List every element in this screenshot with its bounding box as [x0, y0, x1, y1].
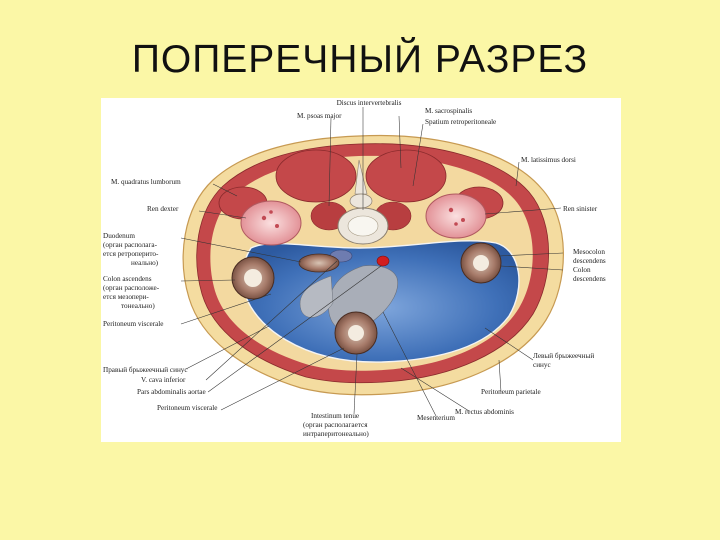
label-spatium-retroperitoneale: Spatium retroperitoneale [425, 118, 496, 126]
sacrospinalis-right [366, 150, 446, 202]
label-rectus-abdominis: M. rectus abdominis [455, 408, 514, 416]
label-intestinum-note-2: интраперитонеально) [303, 430, 369, 438]
slide-title: ПОПЕРЕЧНЫЙ РАЗРЕЗ [0, 38, 720, 82]
label-duodenum-note-2: ется ретроперито- [103, 250, 159, 258]
duodenum [299, 254, 339, 272]
label-left-mesenteric-sinus-1: Левый брыжеечный [533, 352, 594, 360]
kidney-left-ren-sinister [426, 194, 486, 238]
sacrospinalis-left [276, 150, 356, 202]
abdominal-aorta [377, 256, 389, 266]
label-ren-sinister: Ren sinister [563, 205, 598, 213]
label-colon-ascendens-note-1: (орган расположе- [103, 284, 160, 292]
label-intestinum-note-1: (орган располагается [303, 421, 368, 429]
label-peritoneum-parietale: Peritoneum parietale [481, 388, 541, 396]
label-left-mesenteric-sinus-2: синус [533, 361, 551, 369]
label-latissimus-dorsi: M. latissimus dorsi [521, 156, 576, 164]
label-mesocolon-1: Mesocolon [573, 248, 605, 256]
label-pars-abdominalis-aortae: Pars abdominalis aortae [137, 388, 206, 396]
label-mesocolon-2: descendens [573, 257, 606, 265]
label-psoas-major: M. psoas major [297, 112, 342, 120]
label-duodenum-note-3: неально) [131, 259, 159, 267]
label-right-mesenteric-sinus: Правый брыжеечный синус [103, 366, 188, 374]
label-discus-intervertebralis: Discus intervertebralis [337, 99, 402, 107]
label-sacrospinalis: M. sacrospinalis [425, 107, 472, 115]
label-quadratus-lumborum: M. quadratus lumborum [111, 178, 181, 186]
label-intestinum-tenue: Intestinum tenue [311, 412, 359, 420]
label-colon-descendens-2: descendens [573, 275, 606, 283]
label-duodenum-note-1: (орган располага- [103, 241, 158, 249]
label-vena-cava-inferior: V. cava inferior [141, 376, 186, 384]
label-duodenum: Duodenum [103, 232, 135, 240]
cross-section-diagram: Discus intervertebralis M. psoas major M… [101, 98, 621, 442]
label-ren-dexter: Ren dexter [147, 205, 179, 213]
kidney-right-ren-dexter [241, 201, 301, 245]
label-colon-descendens-1: Colon [573, 266, 591, 274]
label-colon-ascendens-note-2: ется мезопери- [103, 293, 149, 301]
label-peritoneum-viscerale-left: Peritoneum viscerale [103, 320, 163, 328]
label-colon-ascendens: Colon ascendens [103, 275, 152, 283]
label-peritoneum-viscerale-bottom: Peritoneum viscerale [157, 404, 217, 412]
cross-section-figure: Discus intervertebralis M. psoas major M… [101, 98, 621, 442]
label-mesenterium: Mesenterium [417, 414, 455, 422]
label-colon-ascendens-note-3: тонеально) [121, 302, 155, 310]
